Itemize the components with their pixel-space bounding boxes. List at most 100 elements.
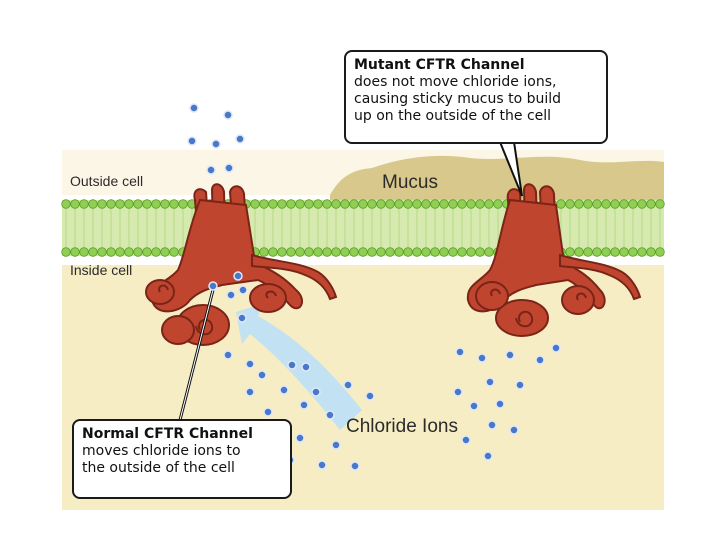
phospholipid-head [385,199,395,209]
phospholipid-head [574,247,584,257]
phospholipid-head [601,199,611,209]
phospholipid-head [358,247,368,257]
phospholipid-head [358,199,368,209]
chloride-ion [325,410,335,420]
mucus-label: Mucus [382,172,438,193]
phospholipid-head [286,199,296,209]
ion-flow-arrow [236,304,362,430]
chloride-ion [263,407,273,417]
chloride-ion [235,134,245,144]
chloride-ion [245,387,255,397]
chloride-ion [343,380,353,390]
phospholipid-head [331,199,341,209]
phospholipid-head [601,247,611,257]
cell-membrane [61,199,665,257]
phospholipid-head [133,199,143,209]
phospholipid-head [592,199,602,209]
phospholipid-head [376,199,386,209]
phospholipid-head [160,199,170,209]
phospholipid-head [304,247,314,257]
phospholipid-head [565,247,575,257]
phospholipid-head [628,199,638,209]
phospholipid-head [340,199,350,209]
phospholipid-head [160,247,170,257]
phospholipid-head [565,199,575,209]
normal-callout-pointer-inner [179,285,215,421]
mutant-callout-line: causing sticky mucus to build [354,91,562,107]
phospholipid-head [556,199,566,209]
chloride-ion [226,290,236,300]
chloride-ion [477,353,487,363]
phospholipid-head [61,247,71,257]
phospholipid-head [340,247,350,257]
chloride-ion [469,401,479,411]
chloride-ion [331,440,341,450]
chloride-ion [461,435,471,445]
phospholipid-head [376,247,386,257]
normal-callout-line: moves chloride ions to [82,443,241,459]
phospholipid-head [385,247,395,257]
phospholipid-head [448,199,458,209]
chloride-ion [237,313,247,323]
phospholipid-head [322,247,332,257]
chloride-ion [311,387,321,397]
phospholipid-head [97,199,107,209]
phospholipid-head [304,199,314,209]
phospholipid-head [79,247,89,257]
phospholipid-head [619,199,629,209]
phospholipid-head [655,199,665,209]
chloride-ion [238,285,248,295]
chloride-ions [187,103,561,471]
phospholipid-head [412,247,422,257]
chloride-ion [453,387,463,397]
phospholipid-head [583,247,593,257]
mutant-callout-pointer [499,141,523,197]
chloride-ion [350,461,360,471]
phospholipid-head [259,199,269,209]
phospholipid-head [412,199,422,209]
phospholipid-head [88,199,98,209]
chloride-ion [535,355,545,365]
phospholipid-head [619,247,629,257]
chloride-ion [206,165,216,175]
phospholipid-head [124,199,134,209]
phospholipid-head [79,199,89,209]
chloride-ion [189,103,199,113]
phospholipid-head [322,199,332,209]
chloride-ion [487,420,497,430]
phospholipid-head [169,247,179,257]
phospholipid-head [142,199,152,209]
phospholipid-head [583,199,593,209]
mutant-callout-line: does not move chloride ions, [354,74,557,90]
chloride-ion [485,377,495,387]
phospholipid-head [439,247,449,257]
phospholipid-head [268,199,278,209]
phospholipid-head [367,247,377,257]
chloride-ion [299,400,309,410]
phospholipid-head [277,247,287,257]
phospholipid-head [151,199,161,209]
phospholipid-head [367,199,377,209]
inside-cell-label: Inside cell [70,262,132,278]
phospholipid-head [61,199,71,209]
phospholipid-head [259,247,269,257]
mutant-callout-line: up on the outside of the cell [354,108,552,124]
chloride-ion [208,281,218,291]
mutant-cftr-callout: Mutant CFTR Channel does not move chlori… [344,50,608,144]
phospholipid-head [286,247,296,257]
phospholipid-head [277,199,287,209]
phospholipid-head [97,247,107,257]
phospholipid-head [70,199,80,209]
phospholipid-head [655,247,665,257]
phospholipid-head [295,199,305,209]
phospholipid-head [115,247,125,257]
phospholipid-head [169,199,179,209]
phospholipid-head [70,247,80,257]
phospholipid-head [610,247,620,257]
chloride-ion [495,399,505,409]
phospholipid-head [394,247,404,257]
chloride-ion [287,360,297,370]
phospholipid-head [403,199,413,209]
phospholipid-head [178,199,188,209]
phospholipid-head [628,247,638,257]
